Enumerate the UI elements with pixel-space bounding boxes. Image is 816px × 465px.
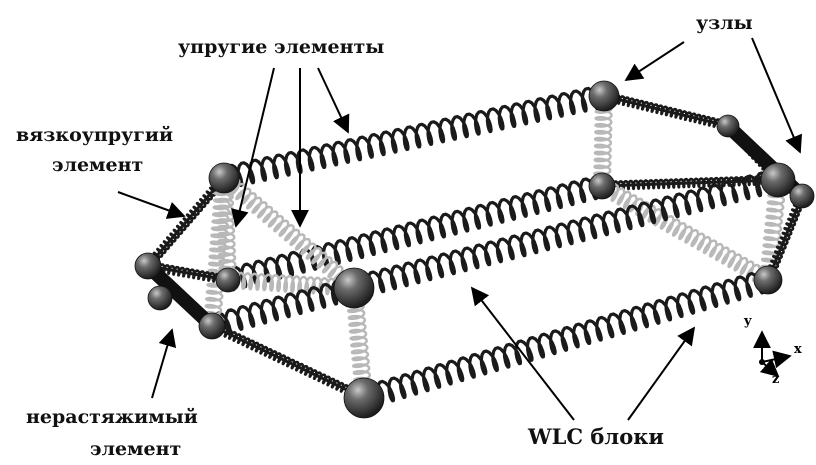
node-sphere-icon (790, 184, 814, 208)
label-viscoelastic-line1: вязкоупругий (16, 124, 173, 146)
label-inextensible-line1: нерастяжимый (26, 406, 198, 428)
viscoelastic-element-spring-core (212, 326, 364, 398)
node-sphere-icon (717, 115, 739, 137)
axis-x-label: x (794, 342, 802, 357)
node-sphere-icon (135, 253, 161, 279)
node-sphere-icon (754, 266, 782, 294)
arrow-nodes-1 (626, 42, 684, 80)
arrow-viscoelastic (118, 192, 184, 216)
arrow-elastic-1 (236, 68, 274, 226)
axis-y-label: y (744, 314, 752, 329)
node-sphere-icon (344, 378, 384, 418)
wlc-block-spring (366, 270, 772, 407)
node-sphere-icon (148, 286, 172, 310)
label-inextensible-line2: элемент (90, 438, 181, 460)
axis-triad-icon (759, 332, 790, 376)
axis-z-label: z (772, 372, 779, 387)
node-sphere-icon (589, 173, 615, 199)
arrow-elastic-3 (318, 68, 348, 132)
wlc-block-spring (226, 86, 608, 188)
label-elastic-elements: упругие элементы (178, 36, 384, 58)
node-sphere-icon (209, 163, 239, 193)
arrow-wlc-2 (628, 328, 694, 420)
label-wlc-blocks: WLC блоки (528, 426, 664, 448)
label-viscoelastic-line2: элемент (52, 154, 143, 176)
arrow-wlc-1 (472, 288, 574, 420)
node-sphere-icon (589, 81, 619, 111)
viscoelastic-element-spring-core (604, 96, 728, 126)
inextensible-bars (148, 126, 802, 326)
node-sphere-icon (216, 268, 240, 292)
node-sphere-icon (199, 313, 225, 339)
arrow-inextensible (152, 330, 172, 398)
label-nodes: узлы (696, 12, 753, 34)
node-sphere-icon (761, 163, 795, 197)
node-sphere-icon (334, 268, 374, 308)
arrow-nodes-2 (752, 38, 800, 152)
